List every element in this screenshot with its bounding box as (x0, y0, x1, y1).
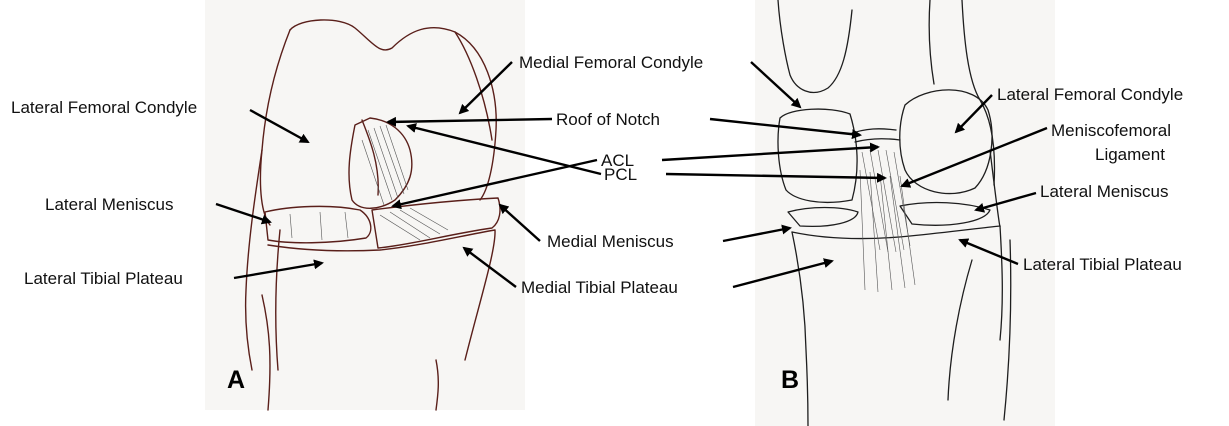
label-pcl: PCL (604, 165, 637, 184)
label-meniscofemoral: Meniscofemoral (1051, 121, 1171, 140)
panel-a-paper (205, 0, 525, 410)
label-lateral-meniscus-b: Lateral Meniscus (1040, 182, 1169, 201)
label-lateral-tibial-plateau-b: Lateral Tibial Plateau (1023, 255, 1182, 274)
label-lateral-meniscus-a: Lateral Meniscus (45, 195, 174, 214)
label-medial-tibial-plateau: Medial Tibial Plateau (521, 278, 678, 297)
label-medial-femoral-condyle: Medial Femoral Condyle (519, 53, 703, 72)
label-medial-meniscus: Medial Meniscus (547, 232, 674, 251)
label-ligament: Ligament (1095, 145, 1165, 164)
label-lateral-femoral-condyle-a: Lateral Femoral Condyle (11, 98, 197, 117)
panel-label-b: B (781, 366, 799, 394)
label-lateral-tibial-plateau-a: Lateral Tibial Plateau (24, 269, 183, 288)
label-roof-of-notch: Roof of Notch (556, 110, 660, 129)
panel-label-a: A (227, 366, 245, 394)
label-lateral-femoral-condyle-b: Lateral Femoral Condyle (997, 85, 1183, 104)
